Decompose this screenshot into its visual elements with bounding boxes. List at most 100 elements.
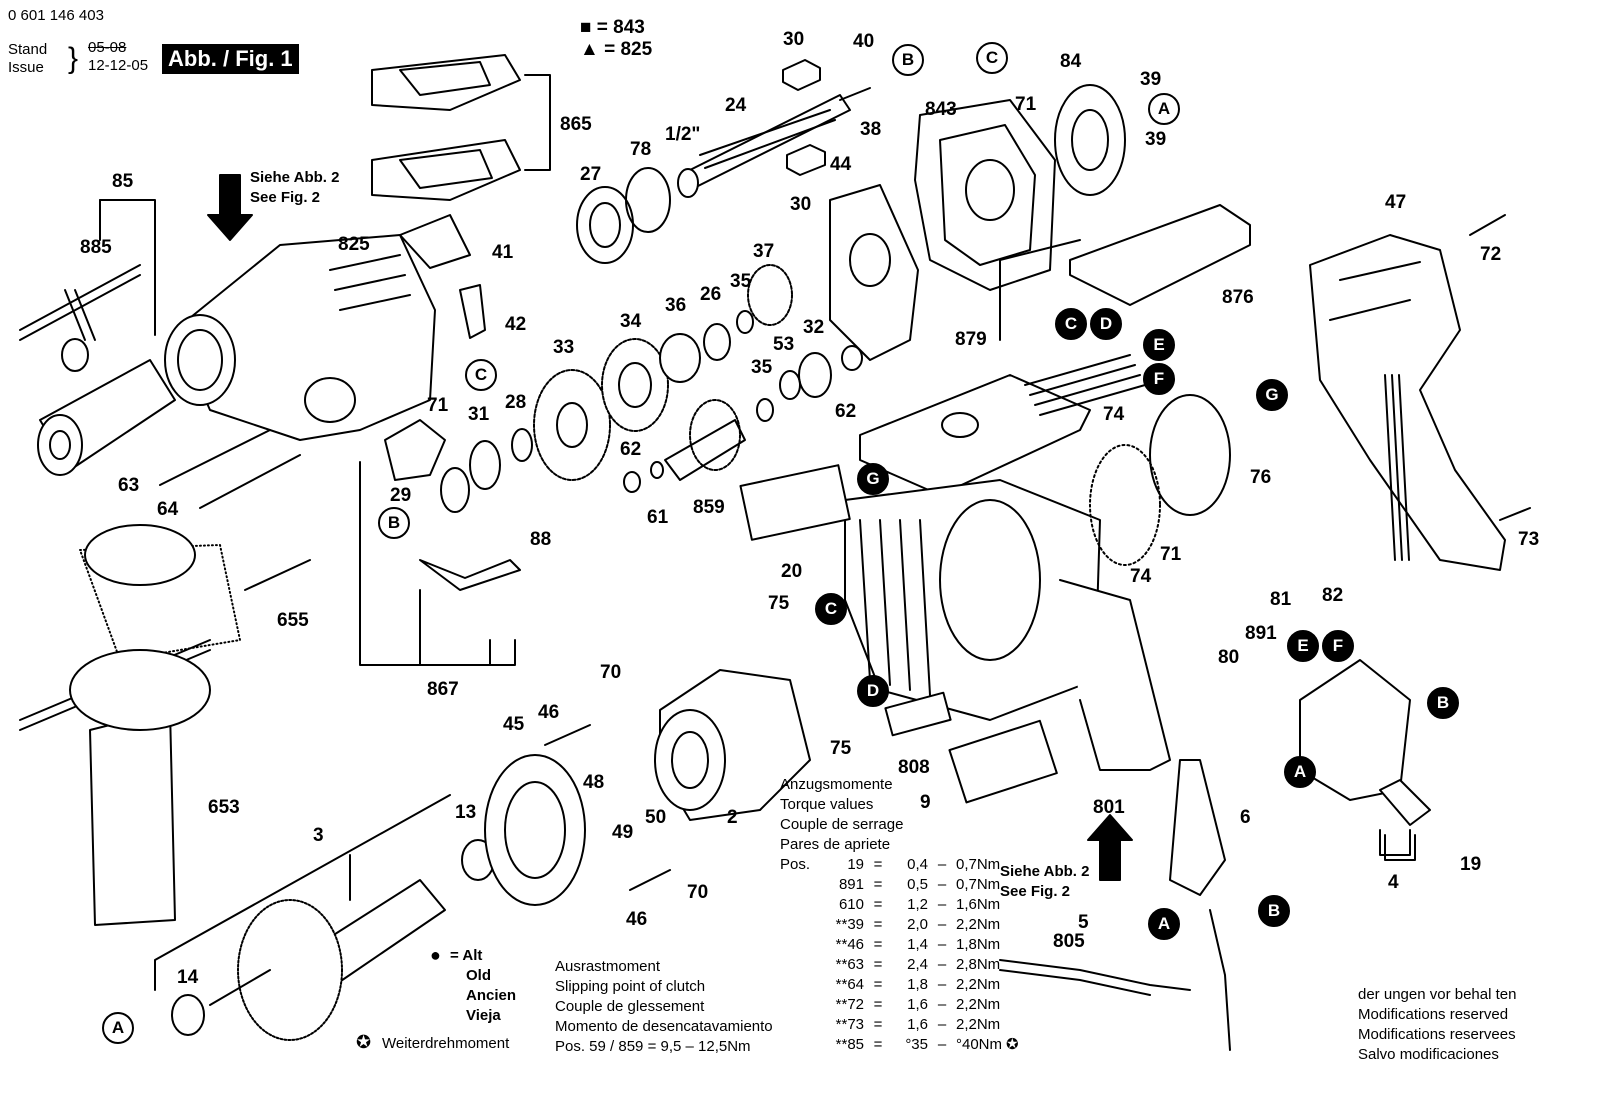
bearing-27: [576, 186, 634, 264]
callout-a: A: [102, 1012, 134, 1044]
part-label: 32: [803, 317, 825, 338]
part-label: 48: [583, 772, 605, 793]
callout-a: A: [1148, 93, 1180, 125]
part-label: 801: [1093, 797, 1125, 818]
callout-c: C: [976, 42, 1008, 74]
old-legend-en: Old: [466, 967, 491, 984]
part-label: 37: [753, 241, 775, 262]
part-label: 5: [1078, 912, 1089, 933]
further-torque-label: Weiterdrehmoment: [382, 1035, 510, 1052]
clutch-line-es: Momento de desencatavamiento: [555, 1018, 773, 1035]
part-label: 33: [553, 337, 575, 358]
dash-sign: –: [937, 976, 947, 993]
torque-row: **46=1,4–1,8Nm: [780, 935, 1068, 955]
part-label: 62: [835, 401, 857, 422]
part-label: 74: [1103, 404, 1125, 425]
torque-row: **64=1,8–2,2Nm: [780, 975, 1068, 995]
torque-max: °40Nm: [956, 1036, 1003, 1053]
torque-min: °35: [905, 1036, 928, 1053]
torque-values-block: Anzugsmomente Torque values Couple de se…: [780, 775, 1068, 1055]
clutch-line-en: Slipping point of clutch: [555, 978, 706, 995]
dash-sign: –: [937, 896, 947, 913]
part-label: 653: [208, 797, 240, 818]
part-label: 3: [313, 825, 324, 846]
part-label: 825: [338, 234, 370, 255]
part-label: 49: [612, 822, 634, 843]
torque-pos: **85: [835, 1036, 864, 1053]
modifications-en: Modifications reserved: [1358, 1006, 1509, 1023]
star-circle-icon: ✪: [1006, 1036, 1019, 1053]
callout-e: E: [1287, 630, 1319, 662]
callout-b: B: [1427, 687, 1459, 719]
torque-row: 610=1,2–1,6Nm: [780, 895, 1068, 915]
dash-sign: –: [937, 996, 947, 1013]
old-legend-de: = Alt: [450, 947, 483, 964]
equals-sign: =: [873, 876, 883, 893]
clutch-line-fr: Couple de glessement: [555, 998, 705, 1015]
modifications-fr: Modifications reservees: [1358, 1026, 1516, 1043]
part-label: 867: [427, 679, 459, 700]
torque-min: 2,4: [907, 956, 928, 973]
part-label: 34: [620, 311, 642, 332]
torque-pos: 610: [838, 896, 864, 913]
dash-sign: –: [937, 956, 947, 973]
part-label: 78: [630, 139, 652, 160]
part-label: 31: [468, 404, 490, 425]
part-label: 40: [853, 31, 875, 52]
equals-sign: =: [873, 1036, 883, 1053]
part-label: 80: [1218, 647, 1240, 668]
equals-sign: =: [873, 896, 883, 913]
part-label: 13: [455, 802, 477, 823]
part-label: 14: [177, 967, 199, 988]
clutch-block: Ausrastmoment Slipping point of clutch C…: [555, 957, 773, 1057]
torque-max: 0,7Nm: [956, 876, 1001, 893]
torque-max: 2,2Nm: [956, 1016, 1001, 1033]
callout-a: A: [1148, 908, 1180, 940]
modifications-de: der ungen vor behal ten: [1358, 986, 1517, 1003]
clutch-pos: Pos. 59 / 859 = 9,5 – 12,5Nm: [555, 1038, 751, 1055]
torque-min: 1,4: [907, 936, 928, 953]
torque-pos: **46: [835, 936, 864, 953]
handle-47: [1309, 234, 1506, 571]
part-label: 39: [1140, 69, 1162, 90]
part-label: 26: [700, 284, 722, 305]
part-label: 47: [1385, 192, 1407, 213]
stand-label: Stand: [8, 41, 48, 58]
part-label: 36: [665, 295, 687, 316]
cover-865: [371, 54, 551, 201]
part-label: 42: [505, 314, 527, 335]
part-label: 20: [781, 561, 803, 582]
clutch-line-de: Ausrastmoment: [555, 958, 661, 975]
callout-b: B: [378, 507, 410, 539]
armature-3: [171, 839, 495, 1041]
torque-min: 1,8: [907, 976, 928, 993]
torque-title-es: Pares de apriete: [780, 836, 891, 853]
torque-pos: **64: [835, 976, 864, 993]
equals-sign: =: [873, 936, 883, 953]
see-fig-bottom-de: Siehe Abb. 2: [1000, 863, 1090, 880]
old-legend-es: Vieja: [466, 1007, 501, 1024]
callout-c: C: [815, 593, 847, 625]
chuck-85: [19, 264, 176, 476]
part-label: 885: [80, 237, 112, 258]
callout-c: C: [1055, 308, 1087, 340]
dash-sign: –: [937, 916, 947, 933]
dash-sign: –: [937, 876, 947, 893]
part-label: 879: [955, 329, 987, 350]
part-label: 61: [647, 507, 669, 528]
part-label: 876: [1222, 287, 1254, 308]
part-label: 2: [727, 807, 738, 828]
part-label: 38: [860, 119, 882, 140]
part-label: 84: [1060, 51, 1082, 72]
torque-title-fr: Couple de serrage: [780, 816, 904, 833]
torque-min: 1,6: [907, 1016, 928, 1033]
callout-f: F: [1322, 630, 1354, 662]
spindle-24: [677, 87, 871, 198]
gear-housing-825: [164, 234, 436, 441]
part-label: 88: [530, 529, 552, 550]
old-dot-icon: ●: [430, 945, 441, 965]
part-label: 805: [1053, 931, 1085, 952]
torque-min: 0,5: [907, 876, 928, 893]
torque-min: 1,6: [907, 996, 928, 1013]
callout-b: B: [892, 44, 924, 76]
